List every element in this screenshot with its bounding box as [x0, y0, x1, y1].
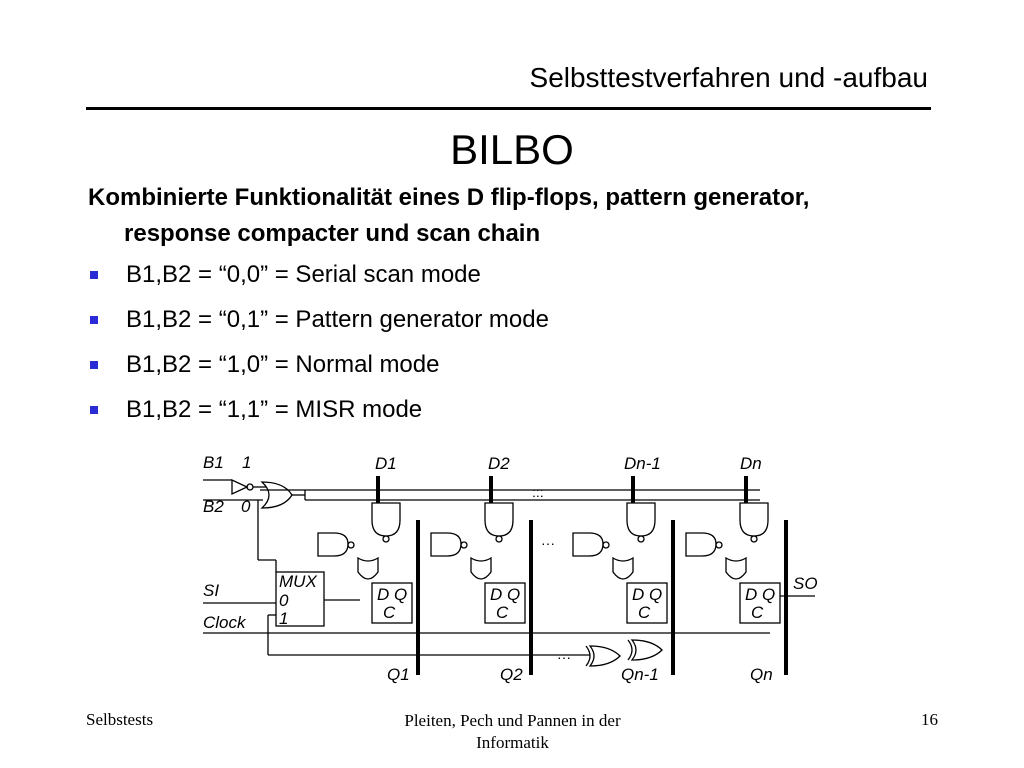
feedback-ellipsis: ··· — [557, 649, 571, 665]
stage-n1-flip-flop — [626, 582, 668, 624]
square-bullet-icon — [90, 316, 98, 324]
inverter-gate — [231, 478, 249, 496]
dn-1-label: Dn-1 — [624, 454, 661, 473]
clock-label: Clock — [203, 613, 247, 632]
bullet-text: B1,B2 = “1,0” = Normal mode — [126, 351, 440, 378]
stage1-flip-flop — [371, 582, 413, 624]
footer-left: Selbstests — [86, 710, 154, 729]
bilbo-circuit-diagram: B1 1 B2 0 SI Clock SO MUX 0 1 — [203, 453, 818, 684]
square-bullet-icon — [90, 406, 98, 414]
bullet-text: B1,B2 = “0,0” = Serial scan mode — [126, 261, 481, 288]
stage-n-c-label: C — [751, 603, 764, 622]
stage1-c-label: C — [383, 603, 396, 622]
stage-n-nand-gate — [739, 502, 769, 537]
mux-in0-label: 0 — [279, 591, 289, 610]
intro-text: Kombinierte Funktionalität eines D flip-… — [88, 184, 810, 247]
so-label: SO — [793, 574, 818, 593]
mux-label: MUX — [279, 572, 317, 591]
b1-label: B1 — [203, 453, 224, 472]
page-number: 16 — [921, 710, 938, 729]
square-bullet-icon — [90, 361, 98, 369]
stage1-nand-gate — [371, 502, 401, 537]
middle-ellipsis: ··· — [541, 535, 555, 551]
stage1-dq-label: D Q — [377, 585, 407, 604]
stage2-and-gate — [430, 532, 462, 557]
bullet-list: B1,B2 = “0,0” = Serial scan mode B1,B2 =… — [88, 256, 549, 436]
d2-label: D2 — [488, 454, 510, 473]
stage-n-flip-flop — [739, 582, 781, 624]
dn-label: Dn — [740, 454, 762, 473]
b1-one-label: 1 — [242, 453, 251, 472]
b2-zero-label: 0 — [241, 497, 251, 516]
footer-center-line1: Pleiten, Pech und Pannen in der — [404, 711, 621, 730]
bullet-text: B1,B2 = “1,1” = MISR mode — [126, 396, 423, 423]
qn-label: Qn — [750, 665, 773, 684]
header-rule — [86, 107, 931, 110]
mux-in1-label: 1 — [279, 609, 288, 628]
stage2-xor-gate — [470, 556, 492, 580]
feedback-xor-gate-2 — [630, 639, 663, 661]
bullet-item: B1,B2 = “0,1” = Pattern generator mode — [88, 301, 549, 346]
stage2-flip-flop — [484, 582, 526, 624]
header-title: Selbsttestverfahren und -aufbau — [529, 62, 928, 93]
stage-n1-c-label: C — [638, 603, 651, 622]
stage-n1-nand-gate — [626, 502, 656, 537]
bullet-item: B1,B2 = “1,0” = Normal mode — [88, 346, 549, 391]
bullet-text: B1,B2 = “0,1” = Pattern generator mode — [126, 306, 549, 333]
si-label: SI — [203, 581, 219, 600]
or-gate — [260, 481, 293, 509]
footer-center: Pleiten, Pech und Pannen in der Informat… — [330, 710, 695, 754]
stage-n-xor-gate — [725, 556, 747, 580]
stage-n1-xor-gate — [612, 556, 634, 580]
bus-ellipsis: ::: — [532, 484, 544, 500]
stage-n-dq-label: D Q — [745, 585, 775, 604]
footer-center-line2: Informatik — [476, 733, 549, 752]
mux-block — [275, 571, 325, 627]
q1-label: Q1 — [387, 665, 410, 684]
stage1-xor-gate — [357, 556, 379, 580]
d1-label: D1 — [375, 454, 397, 473]
stage-n1-and-gate — [572, 532, 604, 557]
q2-label: Q2 — [500, 665, 523, 684]
stage-n1-dq-label: D Q — [632, 585, 662, 604]
stage2-dq-label: D Q — [490, 585, 520, 604]
feedback-xor-gate-1 — [588, 645, 621, 667]
qn-1-label: Qn-1 — [621, 665, 659, 684]
stage1-and-gate — [317, 532, 349, 557]
square-bullet-icon — [90, 271, 98, 279]
bullet-item: B1,B2 = “1,1” = MISR mode — [88, 391, 549, 436]
slide-title: BILBO — [450, 126, 574, 173]
stage2-nand-gate — [484, 502, 514, 537]
stage2-c-label: C — [496, 603, 509, 622]
b2-label: B2 — [203, 497, 224, 516]
stage-n-and-gate — [685, 532, 717, 557]
bullet-item: B1,B2 = “0,0” = Serial scan mode — [88, 256, 549, 301]
